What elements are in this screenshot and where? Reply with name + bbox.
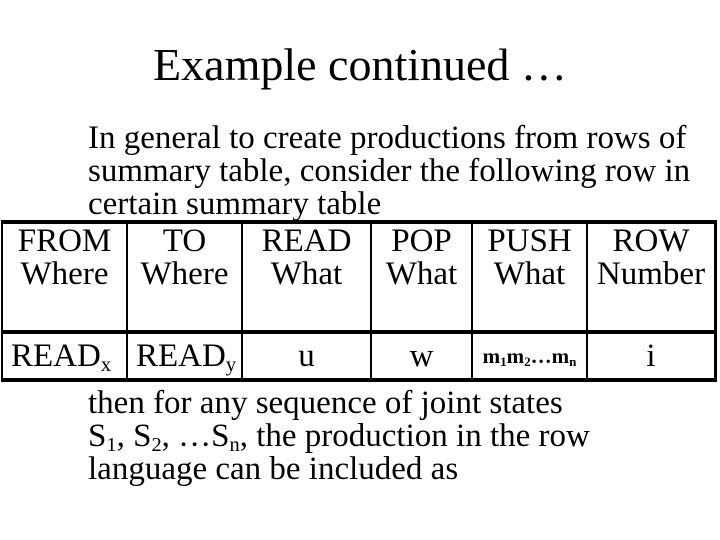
s1-subscript: 1 [106, 433, 117, 456]
read-x-subscript: x [100, 353, 112, 376]
header-push-line2: What [493, 256, 566, 292]
outro-paragraph: then for any sequence of joint states S1… [88, 387, 590, 486]
m2-base: m [506, 344, 525, 368]
header-to-line2: Where [140, 256, 229, 292]
header-read-line1: READ [261, 223, 352, 259]
cell-pop-value: w [372, 334, 473, 378]
header-row-number: ROW Number [588, 224, 714, 334]
s1-base: S [88, 418, 107, 454]
header-row-line1: ROW [612, 223, 690, 259]
cell-from-value: READx [3, 334, 128, 378]
header-pop-what: POP What [372, 224, 473, 334]
header-to-where: TO Where [128, 224, 243, 334]
outro-line-1: then for any sequence of joint states [88, 385, 563, 421]
cell-row-number-value: i [646, 338, 656, 374]
mn-base: …m [530, 344, 570, 368]
read-y-base: READ [136, 338, 226, 374]
header-from-line2: Where [20, 256, 109, 292]
header-read-what: READ What [243, 224, 372, 334]
read-x-base: READ [11, 338, 101, 374]
slide-title: Example continued … [153, 39, 567, 90]
header-read-line2: What [270, 256, 343, 292]
header-row-line2: Number [596, 256, 706, 292]
sn-subscript: n [229, 433, 240, 456]
header-from-line1: FROM [17, 223, 112, 259]
header-push-line1: PUSH [487, 223, 572, 259]
header-to-line1: TO [162, 223, 207, 259]
read-y-subscript: y [225, 353, 237, 376]
cell-to-value: READy [128, 334, 243, 378]
mn-subscript: n [569, 353, 577, 369]
intro-line-3: certain summary table [88, 186, 382, 222]
header-pop-line1: POP [391, 223, 452, 259]
m2-subscript: 2 [524, 353, 531, 369]
cell-read-value: u [243, 334, 372, 378]
s2-base: , S [116, 418, 152, 454]
header-push-what: PUSH What [473, 224, 588, 334]
outro-line-2-rest: , the production in the row [239, 418, 590, 454]
summary-table: FROM Where TO Where READ What POP What P… [1, 220, 717, 382]
intro-line-2: summary table, consider the following ro… [88, 153, 691, 189]
outro-line-2: S1, S2, …Sn, the production in the row [88, 418, 590, 456]
outro-line-3: language can be included as [88, 451, 459, 487]
header-from-where: FROM Where [3, 224, 128, 334]
m1-base: m [482, 344, 501, 368]
header-pop-line2: What [385, 256, 458, 292]
sn-base: , …S [161, 418, 230, 454]
m1-subscript: 1 [500, 353, 507, 369]
s2-subscript: 2 [151, 433, 162, 456]
intro-paragraph: In general to create productions from ro… [88, 122, 690, 221]
cell-push-value: m1m2…mn [473, 334, 588, 378]
intro-line-1: In general to create productions from ro… [88, 120, 687, 156]
